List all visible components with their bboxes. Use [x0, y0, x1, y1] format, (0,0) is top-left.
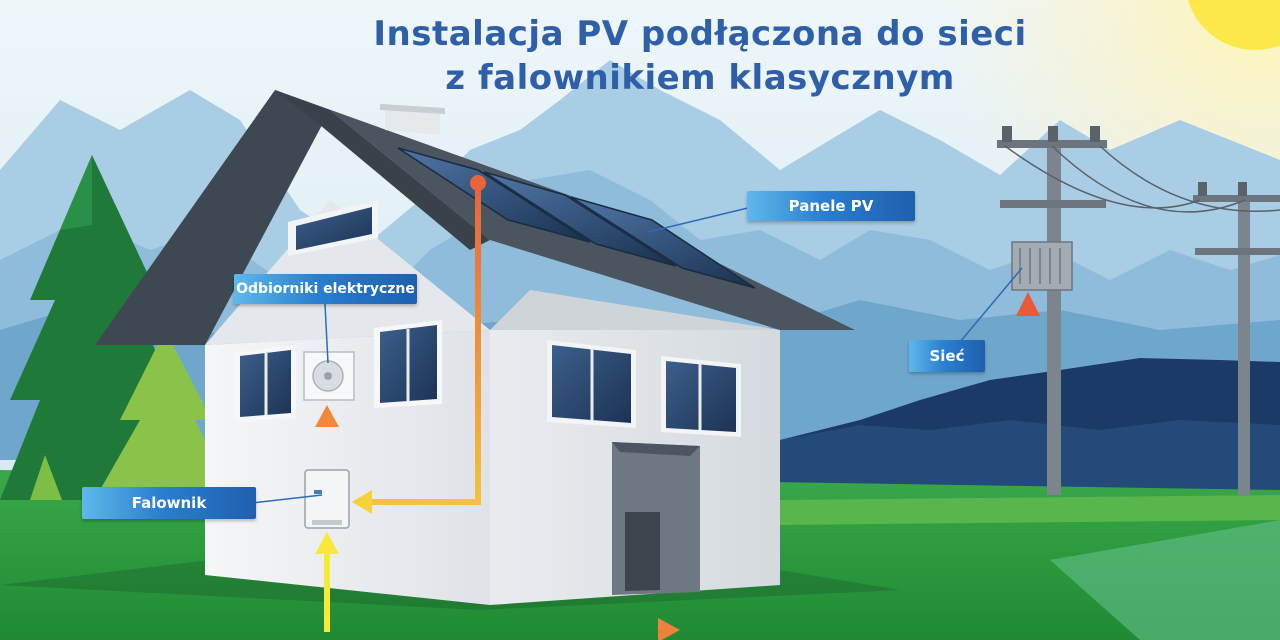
arrow-up-inverter: [315, 532, 339, 554]
label-grid: Sieć: [909, 340, 985, 372]
power-pole-2: [1238, 195, 1250, 495]
diagram-title-line-1: Instalacja PV podłączona do sieci: [373, 14, 1027, 54]
power-pole-1: [1047, 140, 1061, 495]
flow-pv-to-inverter: [372, 185, 481, 505]
label-inverter: Falownik: [82, 487, 256, 519]
window-gable: [296, 207, 372, 250]
arrow-up-grid: [1016, 292, 1040, 316]
tree-small: [30, 455, 62, 500]
power-line: [1004, 145, 1201, 209]
leader-inverter: [251, 494, 323, 504]
leader-panels: [647, 206, 753, 233]
diagram-title-line-2: z falownikiem klasycznym: [445, 58, 955, 98]
roof-edge-left: [95, 90, 330, 345]
arrow-to-loads: [315, 405, 339, 427]
flow-start-dot: [470, 175, 486, 191]
solar-panel-3: [570, 196, 756, 289]
inverter-icon: [304, 469, 350, 529]
solar-panel-1: [397, 147, 591, 243]
arrow-to-grid: [658, 618, 680, 640]
door: [625, 512, 660, 591]
leader-grid: [959, 267, 1023, 343]
tree-pine-light: [100, 330, 230, 490]
solar-panel-2: [483, 171, 677, 267]
label-panels: Panele PV: [747, 191, 915, 221]
transformer-icon: [1011, 241, 1073, 291]
house-gable: [205, 200, 490, 345]
arrow-to-inverter: [352, 490, 372, 514]
sun-icon: [1187, 0, 1280, 50]
label-loads: Odbiorniki elektryczne: [234, 274, 417, 304]
chimney: [385, 108, 440, 135]
grass-light: [1050, 520, 1280, 640]
leader-loads: [324, 303, 329, 364]
